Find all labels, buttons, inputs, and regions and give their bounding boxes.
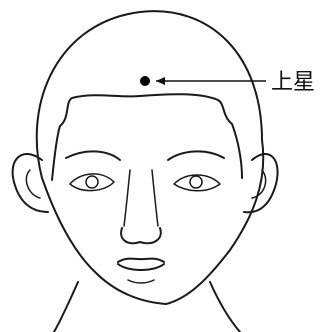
right-eye-iris [190,176,202,188]
upper-lip [118,259,164,262]
nose-tip [121,228,161,243]
left-eyebrow [66,151,120,160]
neck-right [210,282,240,332]
nose-bridge-right [152,170,158,226]
neck-left [54,282,78,332]
acupoint-marker [140,76,150,86]
lower-lip [118,264,164,270]
left-ear-inner [26,170,40,198]
left-ear [13,154,48,212]
nose-bridge-left [124,170,130,226]
right-eyebrow [168,151,224,160]
head-outline [37,11,264,304]
chin-crease [128,280,154,283]
arrow-head-icon [156,77,165,85]
hairline [52,94,242,180]
left-eye-iris [86,176,98,188]
acupoint-label: 上星 [271,70,315,95]
